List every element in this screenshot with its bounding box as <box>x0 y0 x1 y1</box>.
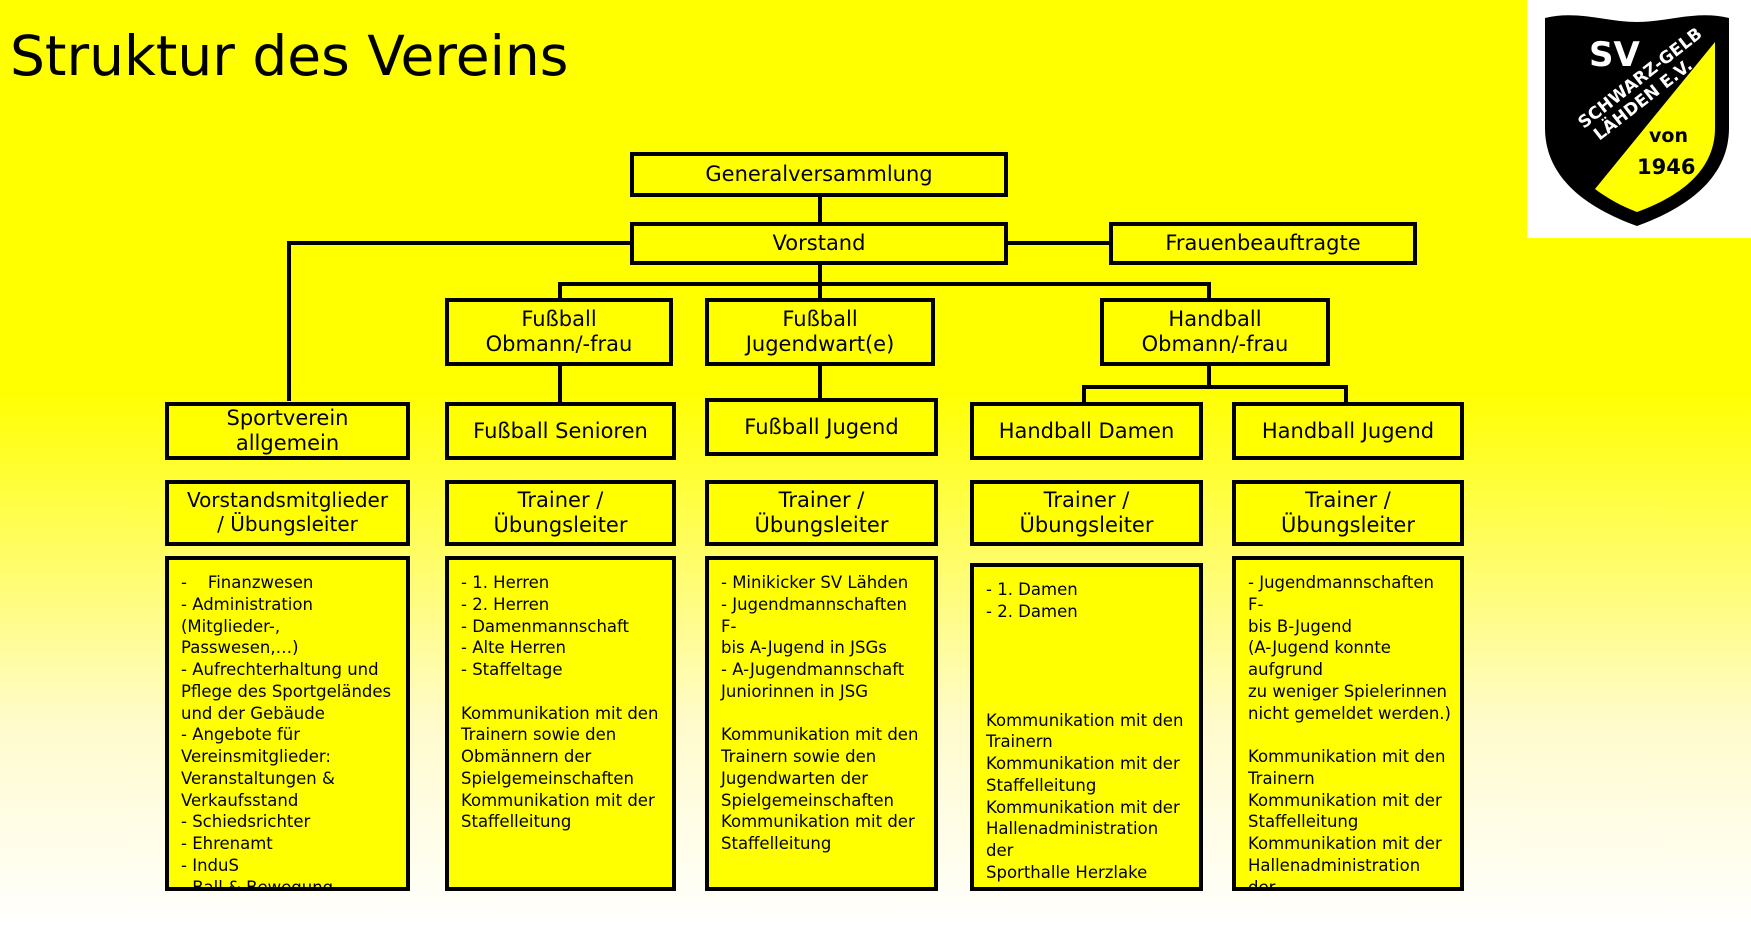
detail-box-handball-jugend[interactable]: - Jugendmannschaften F- bis B-Jugend (A-… <box>1232 556 1464 891</box>
node-vorstand[interactable]: Vorstand <box>630 222 1008 265</box>
connector-bus-to-fussball-jugendwart <box>818 282 822 300</box>
detail-box-handball-damen[interactable]: - 1. Damen - 2. Damen Kommunikation mit … <box>970 563 1203 891</box>
detail-box-fussball-jugend[interactable]: - Minikicker SV Lähden - Jugendmannschaf… <box>705 556 938 891</box>
unit-box-sportverein-allgemein[interactable]: Sportverein allgemein <box>165 402 410 460</box>
club-logo-panel: SV SCHWARZ-GELB LÄHDEN E.V. von 1946 <box>1527 0 1751 238</box>
detail-box-allgemein[interactable]: - Finanzwesen - Administration (Mitglied… <box>165 556 410 891</box>
club-crest-icon: SV SCHWARZ-GELB LÄHDEN E.V. von 1946 <box>1545 15 1729 226</box>
trainer-box-allgemein[interactable]: Vorstandsmitglieder / Übungsleiter <box>165 480 410 546</box>
connector-handball-bus <box>1082 385 1348 389</box>
page-title: Struktur des Vereins <box>10 24 569 88</box>
connector-vorstand-down <box>818 258 822 284</box>
connector-fussball-jugendwart-jugend <box>818 364 822 402</box>
connector-bus-to-handball-jugend <box>1344 385 1348 404</box>
connector-left-arm-down <box>287 241 291 401</box>
svg-text:1946: 1946 <box>1637 155 1695 179</box>
unit-box-handball-damen[interactable]: Handball Damen <box>970 402 1203 460</box>
trainer-box-handball-jugend[interactable]: Trainer / Übungsleiter <box>1232 480 1464 546</box>
connector-bus-to-fussball-obmann <box>558 282 562 300</box>
svg-text:von: von <box>1649 125 1688 147</box>
node-handball-obmann[interactable]: Handball Obmann/-frau <box>1100 298 1330 366</box>
unit-box-fussball-jugend[interactable]: Fußball Jugend <box>705 398 938 456</box>
detail-box-fussball-senioren[interactable]: - 1. Herren - 2. Herren - Damenmannschaf… <box>445 556 676 891</box>
unit-box-fussball-senioren[interactable]: Fußball Senioren <box>445 402 676 460</box>
svg-text:SV: SV <box>1589 35 1640 75</box>
node-generalversammlung[interactable]: Generalversammlung <box>630 152 1008 197</box>
trainer-box-fussball-senioren[interactable]: Trainer / Übungsleiter <box>445 480 676 546</box>
unit-box-handball-jugend[interactable]: Handball Jugend <box>1232 402 1464 460</box>
trainer-box-fussball-jugend[interactable]: Trainer / Übungsleiter <box>705 480 938 546</box>
connector-department-bus <box>558 282 1211 286</box>
connector-generalversammlung-vorstand <box>818 172 822 222</box>
node-fussball-jugendwart[interactable]: Fußball Jugendwart(e) <box>705 298 935 366</box>
connector-fussball-obmann-senioren <box>558 364 562 404</box>
node-fussball-obmann[interactable]: Fußball Obmann/-frau <box>445 298 673 366</box>
node-frauenbeauftragte[interactable]: Frauenbeauftragte <box>1109 222 1417 265</box>
trainer-box-handball-damen[interactable]: Trainer / Übungsleiter <box>970 480 1203 546</box>
connector-bus-to-handball-damen <box>1082 385 1086 404</box>
connector-bus-to-handball-obmann <box>1207 282 1211 300</box>
connector-vorstand-left-arm <box>287 241 632 245</box>
connector-vorstand-frauenbeauftragte <box>1006 241 1111 245</box>
connector-handball-obmann-down <box>1207 364 1211 387</box>
